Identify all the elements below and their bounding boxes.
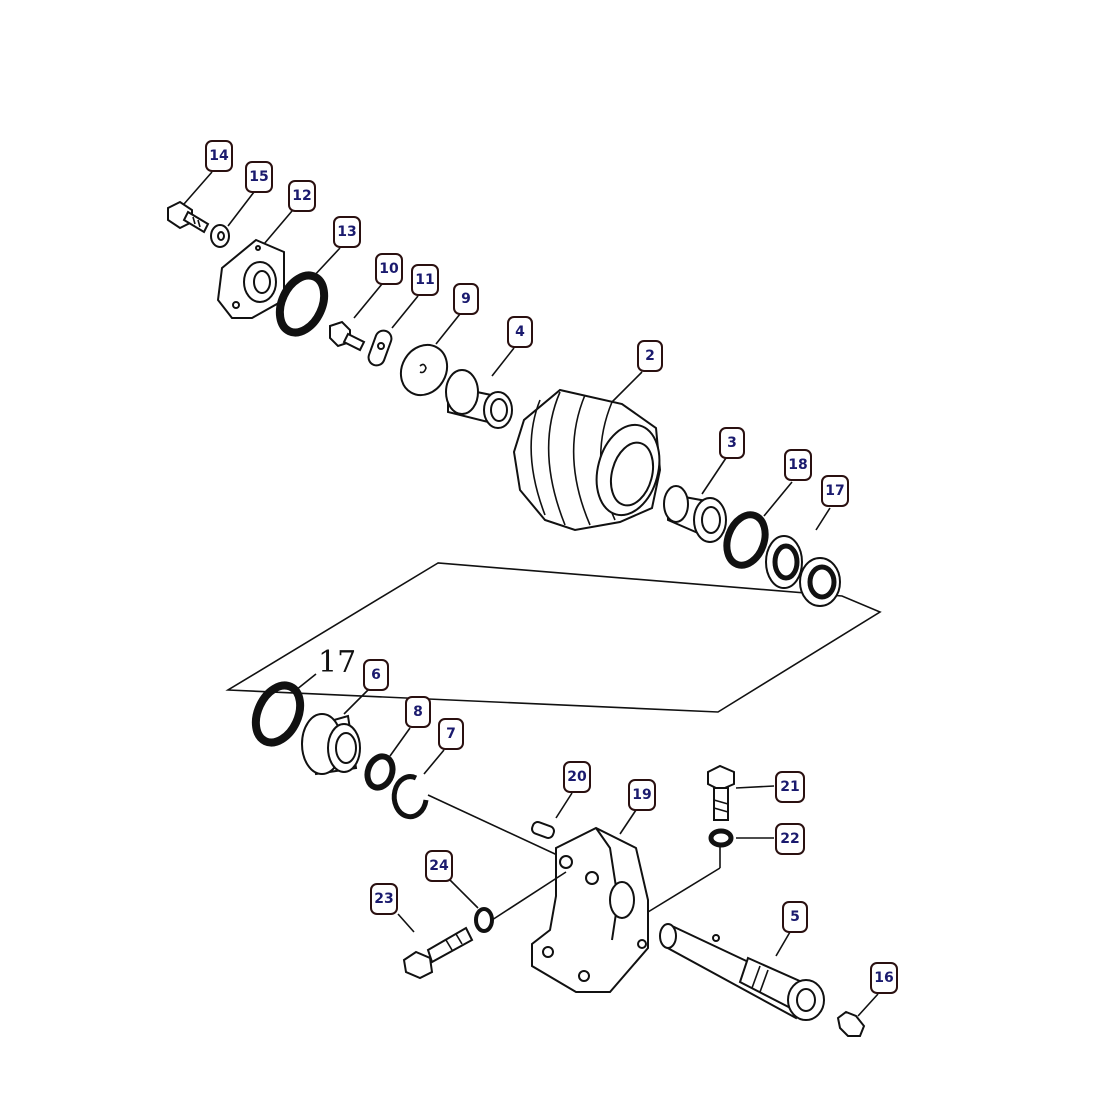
- callout-22-label: 22: [780, 831, 799, 847]
- part-10-bolt: [329, 320, 366, 352]
- callout-7: 7: [438, 718, 464, 750]
- callout-14: 14: [205, 140, 233, 172]
- callout-19: 19: [628, 779, 656, 811]
- part-16-plug: [836, 1010, 866, 1037]
- callout-15: 15: [245, 161, 273, 193]
- part-14-bolt: [167, 200, 210, 234]
- callout-10-label: 10: [379, 261, 399, 277]
- callout-21: 21: [775, 771, 805, 803]
- callout-19-label: 19: [632, 787, 651, 803]
- callout-6: 6: [363, 659, 389, 691]
- callout-23-label: 23: [374, 891, 393, 907]
- callout-13-label: 13: [337, 224, 356, 240]
- part-7-snap-ring: [391, 774, 429, 820]
- detail-frame: [225, 562, 882, 713]
- part-24-snap-ring: [474, 907, 494, 933]
- callout-13: 13: [333, 216, 361, 248]
- callout-24-label: 24: [429, 858, 449, 874]
- callout-4: 4: [507, 316, 533, 348]
- leader-lines: [183, 171, 879, 1017]
- callout-20-label: 20: [567, 769, 587, 785]
- part-23-bolt: [402, 926, 474, 980]
- callout-21-label: 21: [780, 779, 799, 795]
- callout-2: 2: [637, 340, 663, 372]
- part-21-bolt: [707, 764, 735, 821]
- part-19-bracket: [531, 826, 649, 993]
- part-11-lock-plate: [367, 329, 393, 367]
- callout-18: 18: [784, 449, 812, 481]
- callout-3: 3: [719, 427, 745, 459]
- callout-20: 20: [563, 761, 591, 793]
- callout-8-label: 8: [413, 704, 423, 720]
- callout-11-label: 11: [415, 272, 434, 288]
- callout-8: 8: [405, 696, 431, 728]
- part-8-ring: [364, 753, 396, 791]
- callout-11: 11: [411, 264, 439, 296]
- callout-17: 17: [821, 475, 849, 507]
- callout-12-label: 12: [292, 188, 311, 204]
- callout-5: 5: [782, 901, 808, 933]
- part-6-floating-seal: [301, 713, 361, 776]
- callout-23: 23: [370, 883, 398, 915]
- callout-18-label: 18: [788, 457, 807, 473]
- part-12-cover-plate: [216, 238, 285, 319]
- callout-10: 10: [375, 253, 403, 285]
- part-20-pin: [531, 821, 555, 839]
- callout-22: 22: [775, 823, 805, 855]
- callout-12: 12: [288, 180, 316, 212]
- callout-14-label: 14: [209, 148, 229, 164]
- callout-16: 16: [870, 962, 898, 994]
- part-22-washer: [708, 828, 734, 848]
- part-5-shaft: [659, 923, 825, 1021]
- callout-9: 9: [453, 283, 479, 315]
- callout-17-label: 17: [825, 483, 844, 499]
- part-2-roller: [512, 388, 662, 532]
- callout-7-label: 7: [446, 726, 456, 742]
- part-4-bushing: [445, 369, 513, 429]
- callout-2-label: 2: [645, 348, 655, 364]
- detail-label-17: 17: [318, 645, 356, 680]
- part-15-washer: [210, 224, 230, 248]
- part-18-o-ring: [723, 511, 769, 569]
- callout-5-label: 5: [790, 909, 800, 925]
- leader-7-to-bracket: [427, 794, 569, 861]
- callout-9-label: 9: [461, 291, 471, 307]
- callout-3-label: 3: [727, 435, 737, 451]
- part-13-o-ring: [275, 271, 329, 337]
- callout-15-label: 15: [249, 169, 268, 185]
- leader-24-to-bracket: [491, 871, 567, 921]
- part-17-seal-group: [765, 535, 841, 607]
- leader-19-to-shaft: [647, 867, 721, 913]
- callout-6-label: 6: [371, 667, 381, 683]
- callout-16-label: 16: [874, 970, 893, 986]
- callout-24: 24: [425, 850, 453, 882]
- callout-4-label: 4: [515, 324, 525, 340]
- part-9-disc: [399, 343, 449, 397]
- part-3-bushing: [663, 485, 727, 543]
- detail-seal-ring: [251, 681, 305, 747]
